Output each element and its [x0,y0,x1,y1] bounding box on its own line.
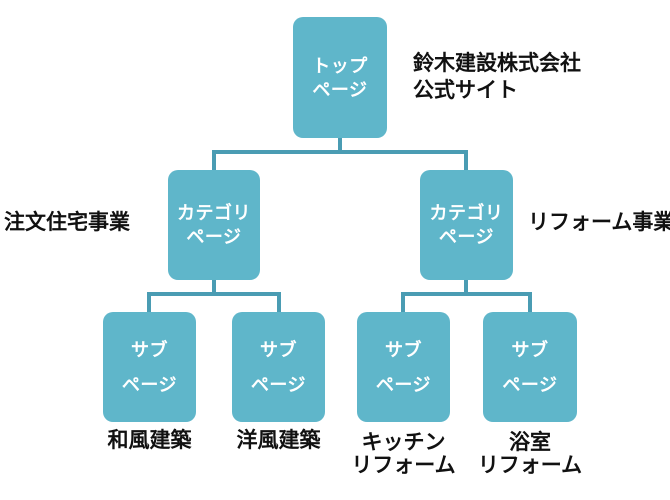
sub-page-1-caption-line1: 和風建築 [107,429,192,452]
node-sub-page-1-label-line1: サブ [131,339,168,360]
connector-level2-right-horizontal [401,292,532,296]
connector-category-left-stem [212,280,216,296]
node-category-left: カテゴリ ページ [168,170,260,280]
connector-level2-left-horizontal [147,292,281,296]
node-sub-page-1: サブ ページ [103,312,196,422]
node-sub-page-3: サブ ページ [357,312,450,422]
connector-to-sub-2 [277,292,281,312]
node-category-right-label-line1: カテゴリ [429,203,504,223]
node-top-page: トップ ページ [293,17,387,138]
node-sub-page-2-label-line1: サブ [260,339,297,360]
connector-to-category-right [464,150,468,170]
site-title-line2: 公式サイト [413,79,518,102]
sub-page-3-caption-line2: リフォーム [351,454,456,477]
node-category-right-label-line2: ページ [438,227,495,247]
site-title: 鈴木建設株式会社 公式サイト [413,50,581,104]
sub-page-2-caption-line1: 洋風建築 [236,429,321,452]
node-category-right: カテゴリ ページ [420,170,513,280]
connector-to-sub-1 [147,292,151,312]
connector-to-category-left [212,150,216,170]
node-sub-page-4-label-line2: ページ [502,374,558,395]
sub-page-2-caption: 洋風建築 [232,429,325,452]
node-sub-page-4-label-line1: サブ [511,339,549,360]
connector-category-right-stem [464,280,468,296]
node-top-page-label-line1: トップ [312,55,368,76]
sub-page-3-caption: キッチン リフォーム [343,431,464,477]
node-category-left-label-line2: ページ [186,227,242,247]
branch-label-custom-housing: 注文住宅事業 [4,211,130,234]
node-sub-page-4: サブ ページ [483,312,577,422]
connector-to-sub-4 [528,292,532,312]
node-sub-page-2-label-line2: ページ [250,374,307,395]
node-top-page-label-line2: ページ [312,79,368,100]
site-title-line1: 鈴木建設株式会社 [413,52,581,75]
sub-page-1-caption: 和風建築 [103,429,196,452]
node-sub-page-2: サブ ページ [232,312,325,422]
node-sub-page-3-label-line2: ページ [375,374,432,395]
sub-page-4-caption-line1: 浴室 [509,431,551,454]
sub-page-4-caption: 浴室 リフォーム [470,431,590,477]
connector-level1-horizontal [212,150,468,154]
connector-top-stem [338,138,342,154]
node-sub-page-3-label-line1: サブ [385,339,422,360]
sub-page-4-caption-line2: リフォーム [477,454,583,477]
branch-label-reform: リフォーム事業 [528,211,670,234]
node-category-left-label-line1: カテゴリ [177,203,251,223]
connector-to-sub-3 [401,292,405,312]
sub-page-3-caption-line1: キッチン [361,431,446,454]
node-sub-page-1-label-line2: ページ [121,374,178,395]
